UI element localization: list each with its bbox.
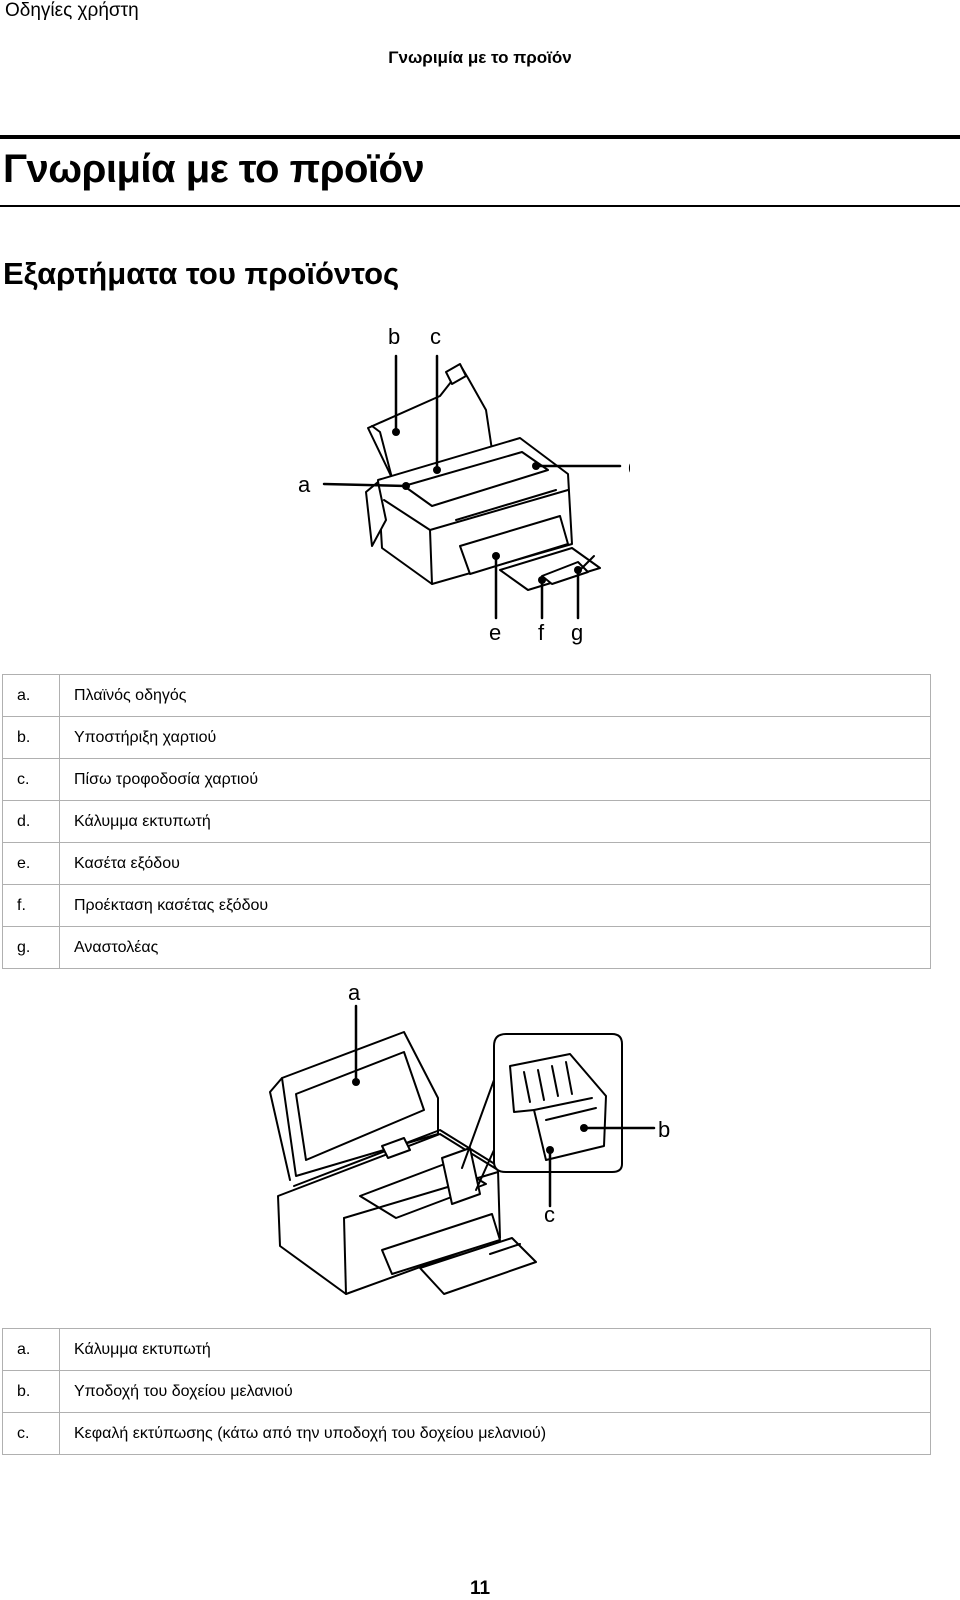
callout-a: a — [348, 980, 361, 1005]
page-title: Γνωριμία με το προϊόν — [3, 147, 425, 191]
section-heading: Εξαρτήματα του προϊόντος — [3, 256, 400, 291]
table-row: c.Πίσω τροφοδοσία χαρτιού — [2, 758, 931, 801]
callout-c: c — [544, 1202, 555, 1227]
table-row: c.Κεφαλή εκτύπωσης (κάτω από την υποδοχή… — [2, 1412, 931, 1455]
callout-a: a — [298, 472, 311, 497]
manual-title: Οδηγίες χρήστη — [5, 0, 139, 21]
callout-e: e — [489, 620, 501, 645]
page-number: 11 — [469, 1578, 491, 1599]
callout-b: b — [658, 1117, 670, 1142]
table-row: f.Προέκταση κασέτας εξόδου — [2, 884, 931, 927]
callout-b: b — [388, 324, 400, 349]
callout-f: f — [538, 620, 545, 645]
title-rule — [0, 205, 960, 207]
table-row: e.Κασέτα εξόδου — [2, 842, 931, 885]
table-row: b.Υποδοχή του δοχείου μελανιού — [2, 1370, 931, 1413]
printer-exterior-diagram: a b c d e f g — [298, 324, 630, 645]
callout-c: c — [430, 324, 441, 349]
parts-table-exterior: a.Πλαϊνός οδηγός b.Υποστήριξη χαρτιού c.… — [2, 674, 931, 969]
table-row: g.Αναστολέας — [2, 926, 931, 969]
running-header: Γνωριμία με το προϊόν — [388, 48, 572, 67]
table-row: a.Κάλυμμα εκτυπωτή — [2, 1328, 931, 1371]
table-row: b.Υποστήριξη χαρτιού — [2, 716, 931, 759]
table-row: a.Πλαϊνός οδηγός — [2, 674, 931, 717]
parts-table-interior: a.Κάλυμμα εκτυπωτή b.Υποδοχή του δοχείου… — [2, 1328, 931, 1455]
top-rule — [0, 135, 960, 139]
callout-d: d — [628, 454, 630, 479]
printer-interior-diagram: a b c — [269, 980, 670, 1295]
table-row: d.Κάλυμμα εκτυπωτή — [2, 800, 931, 843]
callout-g: g — [571, 620, 583, 645]
